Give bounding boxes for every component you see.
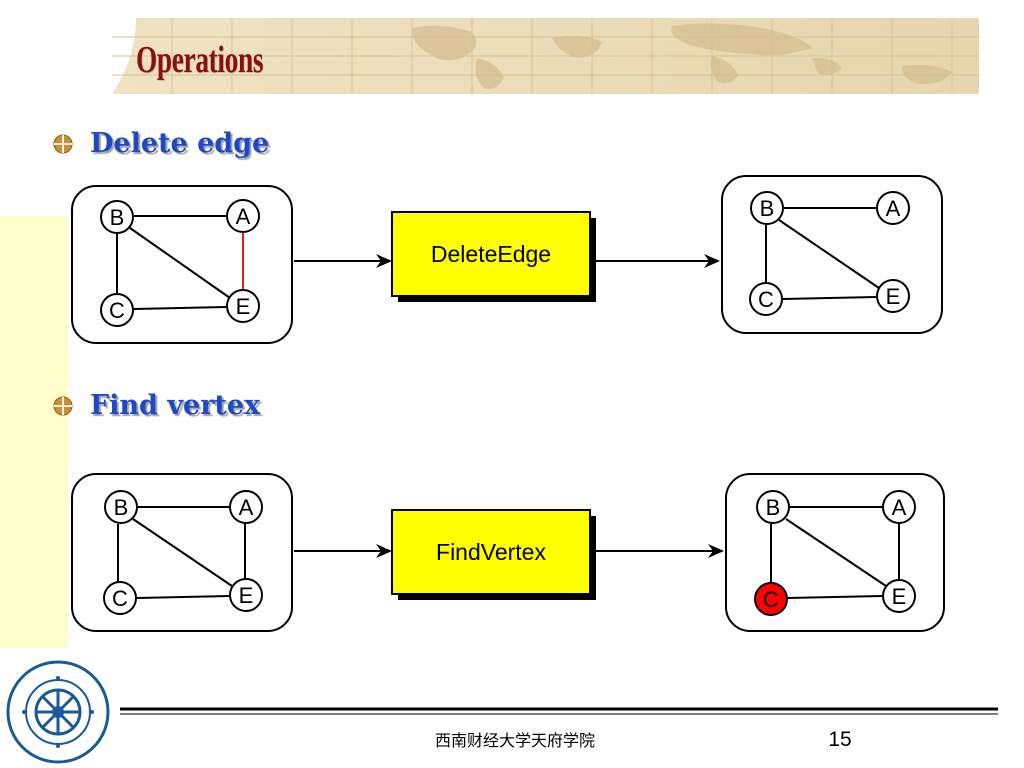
- svg-text:B: B: [766, 495, 781, 520]
- bullet-find-vertex: Find vertex: [90, 390, 261, 421]
- bullet-delete-edge: Delete edge: [90, 128, 270, 159]
- vertex-b: B: [756, 490, 790, 524]
- vertex-e: E: [882, 579, 916, 613]
- svg-text:B: B: [760, 196, 775, 221]
- slide-title: Operations: [136, 39, 264, 81]
- svg-text:B: B: [114, 495, 129, 520]
- svg-text:C: C: [109, 298, 125, 323]
- footer-college-name: 西南财经大学天府学院: [434, 733, 595, 750]
- svg-text:A: A: [236, 204, 251, 229]
- vertex-c-highlighted: C: [754, 582, 788, 616]
- edge-b-e: [132, 518, 233, 587]
- svg-text:E: E: [236, 294, 251, 319]
- vertex-a: A: [229, 490, 263, 524]
- graph-before-delete: B A C E: [71, 185, 293, 344]
- vertex-b: B: [100, 200, 134, 234]
- edge-b-e: [129, 227, 231, 299]
- vertex-e: E: [229, 578, 263, 612]
- world-map-background: [112, 18, 979, 94]
- left-accent-band: [0, 216, 68, 648]
- svg-text:E: E: [886, 284, 901, 309]
- bullet-icon: [53, 396, 73, 416]
- svg-text:FindVertex: FindVertex: [436, 539, 546, 565]
- vertex-b: B: [750, 191, 784, 225]
- svg-text:E: E: [239, 583, 254, 608]
- svg-text:C: C: [763, 587, 779, 612]
- find-vertex-operation-box: FindVertex: [391, 509, 596, 600]
- vertex-a: A: [226, 199, 260, 233]
- svg-text:E: E: [892, 584, 907, 609]
- vertex-c: C: [100, 293, 134, 327]
- edge-c-e: [782, 296, 877, 300]
- graph-after-find: B A C E: [725, 473, 945, 632]
- vertex-e: E: [876, 279, 910, 313]
- svg-text:DeleteEdge: DeleteEdge: [431, 241, 551, 267]
- edge-c-e: [133, 306, 227, 310]
- college-seal-logo: [6, 660, 110, 764]
- graph-before-find: B A C E: [71, 473, 293, 632]
- page-number: 15: [828, 728, 852, 751]
- vertex-e: E: [226, 289, 260, 323]
- svg-text:C: C: [758, 287, 774, 312]
- svg-text:A: A: [886, 196, 901, 221]
- edge-c-e: [786, 595, 883, 599]
- graph-after-delete: B A C E: [721, 175, 943, 334]
- edge-b-e: [778, 219, 880, 289]
- vertex-c: C: [749, 282, 783, 316]
- edge-b-e: [785, 518, 887, 587]
- vertex-a: A: [876, 191, 910, 225]
- vertex-b: B: [104, 490, 138, 524]
- vertex-c: C: [103, 581, 137, 615]
- delete-edge-operation-box: DeleteEdge: [391, 211, 596, 302]
- header-banner: [112, 18, 979, 94]
- svg-text:B: B: [110, 205, 125, 230]
- vertex-a: A: [882, 490, 916, 524]
- bullet-icon: [53, 134, 73, 154]
- edge-c-e: [136, 595, 231, 599]
- svg-text:A: A: [239, 495, 254, 520]
- svg-text:A: A: [892, 495, 907, 520]
- svg-text:C: C: [112, 586, 128, 611]
